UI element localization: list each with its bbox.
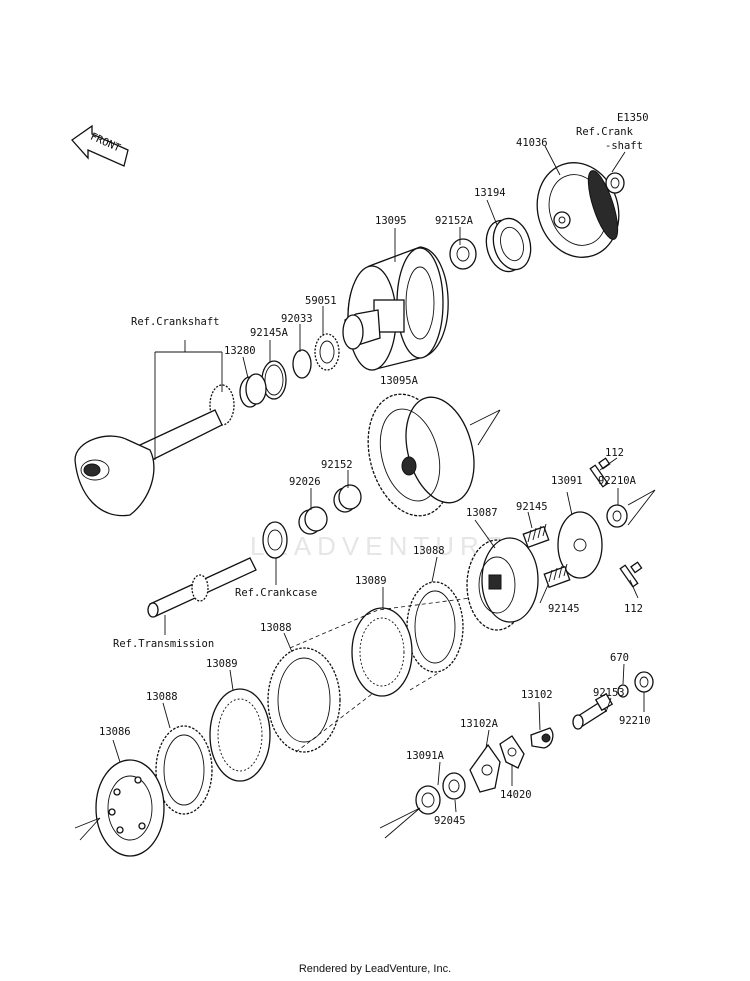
part-41036: 41036 — [516, 137, 548, 149]
friction-plate-13088-c — [155, 725, 213, 815]
bearing-crankcase — [262, 521, 288, 559]
part-13102A: 13102A — [460, 718, 499, 730]
steel-plate-13089-a — [351, 607, 413, 697]
o-ring-670 — [617, 684, 629, 698]
part-13088-c: 13088 — [146, 691, 178, 703]
part-92152: 92152 — [321, 459, 353, 471]
clutch-housing-41036 — [536, 162, 620, 258]
watermark: LEADVENTURE — [250, 531, 508, 561]
ref-crank-label-1: Ref.Crank — [576, 126, 634, 138]
part-92033: 92033 — [281, 313, 313, 325]
bearing-92045 — [442, 772, 466, 800]
part-13091A: 13091A — [406, 750, 445, 762]
crankshaft-nut — [605, 172, 625, 194]
part-670: 670 — [610, 652, 629, 664]
release-plate-13102A — [469, 743, 501, 793]
bushing-13280 — [239, 373, 267, 408]
clutch-housing-13095A — [367, 393, 475, 517]
part-112-top: 112 — [605, 447, 624, 459]
holder-14020 — [499, 735, 525, 769]
pressure-plate-13091 — [557, 511, 603, 579]
part-92145-bottom: 92145 — [548, 603, 580, 615]
part-92045: 92045 — [434, 815, 466, 827]
circlip-92033 — [292, 349, 312, 379]
part-13280: 13280 — [224, 345, 256, 357]
gear-59051 — [314, 333, 340, 371]
part-13088-a: 13088 — [413, 545, 445, 557]
primary-drum-13095 — [342, 246, 449, 371]
friction-plate-13088-b — [267, 647, 341, 753]
clutch-hub-13087 — [466, 537, 539, 631]
plate-13091A — [415, 785, 441, 815]
part-92145A: 92145A — [250, 327, 289, 339]
ref-transmission-label: Ref.Transmission — [113, 638, 214, 650]
spring-92145-top — [522, 523, 550, 549]
spring-92145-bottom — [543, 563, 571, 589]
spacer-92026 — [298, 506, 328, 535]
part-13089-b: 13089 — [206, 658, 238, 670]
friction-plate-13088-a — [406, 581, 464, 673]
collar-92152 — [333, 484, 362, 513]
nut-92210A — [606, 504, 628, 528]
part-59051: 59051 — [305, 295, 337, 307]
part-92145-top: 92145 — [516, 501, 548, 513]
part-13088-b: 13088 — [260, 622, 292, 634]
part-13102: 13102 — [521, 689, 553, 701]
ref-crankshaft-label: Ref.Crankshaft — [131, 316, 220, 328]
part-112-bottom: 112 — [624, 603, 643, 615]
plate-stack-outline — [289, 597, 471, 753]
ref-crankcase-label: Ref.Crankcase — [235, 587, 317, 599]
part-13091: 13091 — [551, 475, 583, 487]
part-92026: 92026 — [289, 476, 321, 488]
bolt-112-top — [589, 457, 611, 488]
steel-plate-13089-b — [209, 688, 271, 782]
one-way-clutch-13194 — [485, 217, 532, 273]
nut-92210 — [634, 671, 654, 693]
part-13086: 13086 — [99, 726, 131, 738]
ref-crank-label-2: -shaft — [605, 140, 643, 152]
part-13194: 13194 — [474, 187, 506, 199]
bolt-112-bottom — [619, 561, 643, 588]
collar-92152A — [449, 238, 477, 270]
leader-lines — [74, 145, 656, 841]
release-cam-13102 — [530, 727, 554, 749]
part-13089-a: 13089 — [355, 575, 387, 587]
part-92153: 92153 — [593, 687, 625, 699]
part-13087: 13087 — [466, 507, 498, 519]
part-92210A: 92210A — [598, 475, 637, 487]
part-92210: 92210 — [619, 715, 651, 727]
part-13095: 13095 — [375, 215, 407, 227]
part-14020: 14020 — [500, 789, 532, 801]
front-arrow-icon: FRONT — [71, 124, 129, 167]
part-13095A: 13095A — [380, 375, 419, 387]
code-label: E1350 — [617, 112, 649, 124]
clutch-plate-13086 — [95, 759, 165, 857]
footer-credit: Rendered by LeadVenture, Inc. — [298, 963, 452, 975]
part-92152A: 92152A — [435, 215, 474, 227]
transmission-shaft — [147, 557, 257, 618]
crankshaft — [74, 384, 235, 517]
